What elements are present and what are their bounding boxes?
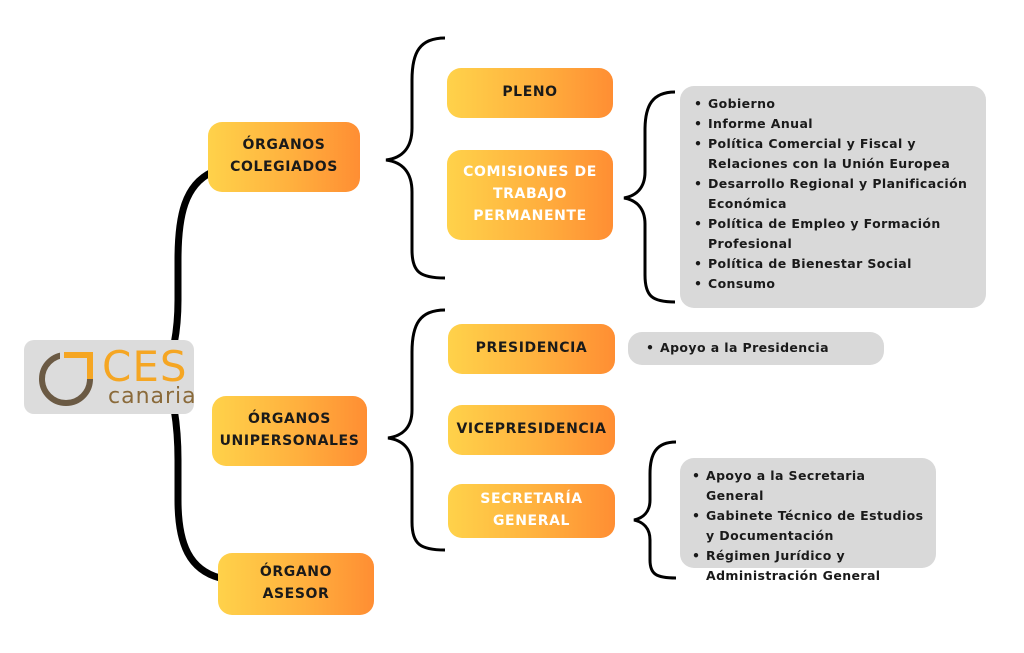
node-presidencia: PRESIDENCIA [448, 324, 615, 374]
logo-canaria-text: canaria [108, 384, 197, 409]
list-item: Régimen Jurídico y Administración Genera… [692, 546, 926, 586]
brace-colegiados [385, 36, 446, 280]
panel-secretaria-list: Apoyo a la Secretaria General Gabinete T… [680, 458, 936, 583]
brace-secretaria [633, 440, 677, 580]
list-item: Consumo [694, 274, 976, 294]
list-item: Política de Bienestar Social [694, 254, 976, 274]
list-item: Apoyo a la Presidencia [646, 338, 872, 358]
list-item: Política de Empleo y Formación Profesion… [694, 214, 976, 254]
secretaria-list: Apoyo a la Secretaria General Gabinete T… [692, 466, 926, 586]
presidencia-list: Apoyo a la Presidencia [646, 338, 872, 358]
brace-comisiones [623, 90, 676, 304]
logo-ces-text: CES [102, 342, 188, 391]
list-item: Política Comercial y Fiscal y Relaciones… [694, 134, 976, 174]
ces-canaria-logo: CES canaria [24, 340, 197, 414]
list-item: Gabinete Técnico de Estudios y Documenta… [692, 506, 926, 546]
node-secretaria-general: SECRETARÍA GENERAL [448, 484, 615, 538]
list-item: Apoyo a la Secretaria General [692, 466, 926, 506]
node-vicepresidencia: VICEPRESIDENCIA [448, 405, 615, 455]
panel-comisiones-list: Gobierno Informe Anual Política Comercia… [680, 86, 986, 308]
node-comisiones: COMISIONES DE TRABAJO PERMANENTE [447, 150, 613, 240]
panel-presidencia-list: Apoyo a la Presidencia [628, 332, 884, 365]
comisiones-list: Gobierno Informe Anual Política Comercia… [694, 94, 976, 294]
node-pleno: PLENO [447, 68, 613, 118]
list-item: Informe Anual [694, 114, 976, 134]
node-organos-unipersonales: ÓRGANOS UNIPERSONALES [212, 396, 367, 466]
list-item: Gobierno [694, 94, 976, 114]
ces-emblem-icon [39, 351, 93, 406]
list-item: Desarrollo Regional y Planificación Econ… [694, 174, 976, 214]
node-organo-asesor: ÓRGANO ASESOR [218, 553, 374, 615]
brace-unipersonales [387, 308, 446, 552]
node-organos-colegiados: ÓRGANOS COLEGIADOS [208, 122, 360, 192]
